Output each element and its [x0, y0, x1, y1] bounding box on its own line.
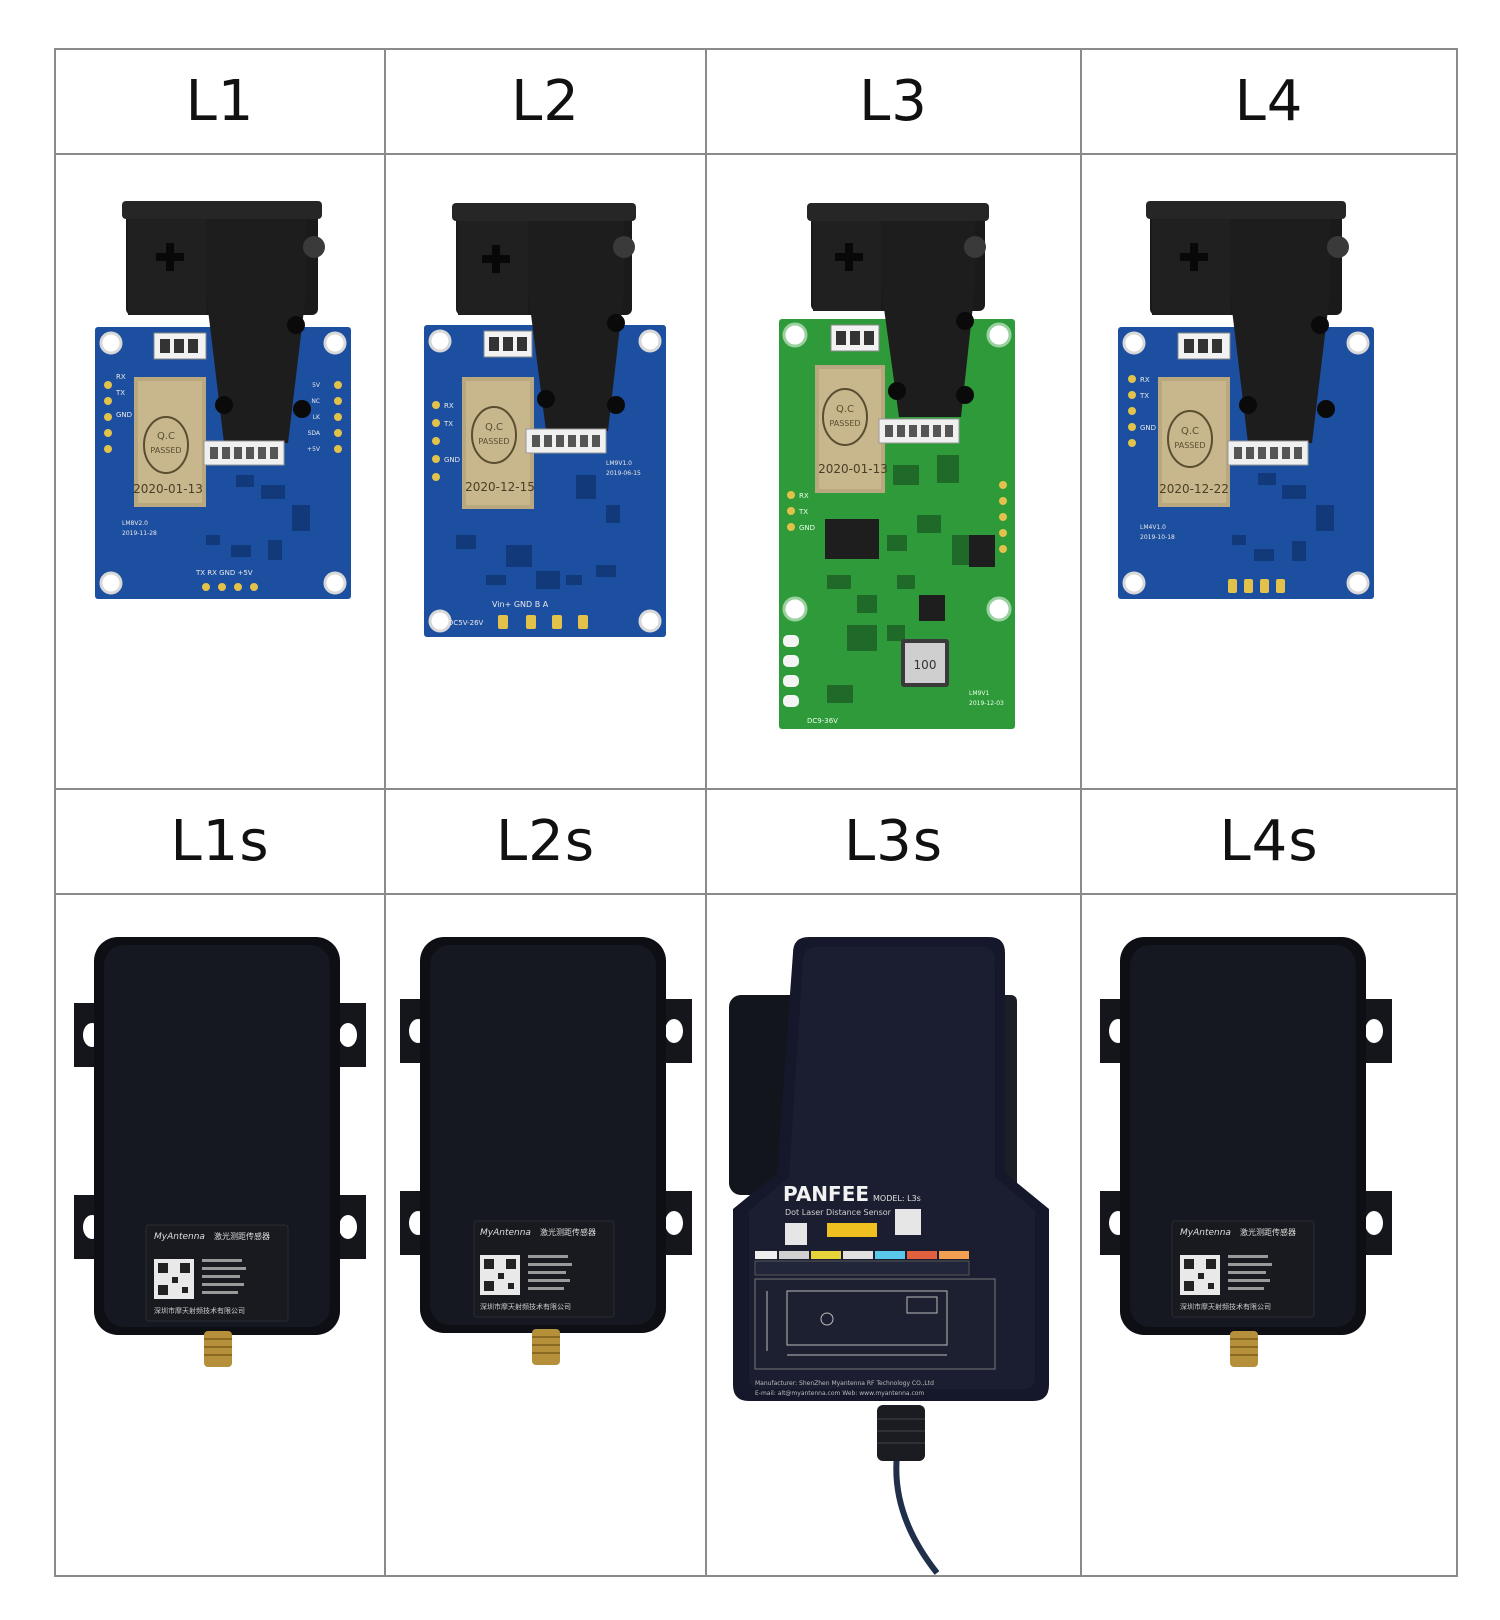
passed-label: PASSED	[150, 446, 181, 455]
board-date: 2019-12-03	[969, 700, 1004, 707]
label-l4s: L4s	[1219, 809, 1319, 874]
brand-name: MyAntenna	[480, 1228, 531, 1238]
shield-date: 2020-12-22	[1159, 482, 1229, 496]
bottom-pins: Vin+ GND B A	[492, 600, 549, 609]
image-l2-module: Q.C PASSED 2020-12-15 RX TX GND Vin+ GND…	[386, 155, 705, 788]
grid-line-v1	[384, 50, 386, 1575]
shield-date: 2020-12-15	[465, 480, 535, 494]
pin-tx: TX	[115, 389, 125, 397]
brand-name: MyAntenna	[1180, 1228, 1231, 1238]
passed-label: PASSED	[1174, 441, 1205, 450]
label-l2s: L2s	[495, 809, 595, 874]
voltage-label: DC5V-26V	[448, 619, 484, 627]
bottom-pins: TX RX GND +5V	[195, 569, 253, 577]
image-l1s-enclosure: MyAntenna 激光测距传感器 深圳市摩天射频技术有限公司	[56, 895, 384, 1575]
grid-line-h1	[56, 153, 1456, 155]
label-l4: L4	[1234, 69, 1304, 134]
right-pin-2: NC	[311, 398, 320, 405]
panfee-model: MODEL: L3s	[873, 1194, 921, 1203]
image-l3s-enclosure: PANFEE MODEL: L3s Dot Laser Distance Sen…	[707, 895, 1080, 1575]
label-l1s: L1s	[170, 809, 270, 874]
image-l3-module: 100 Q.C PASSED 2020-01-13 RX TX GND DC9-…	[707, 155, 1080, 788]
right-pin-3: LK	[313, 414, 321, 421]
brand-name: MyAntenna	[154, 1232, 205, 1242]
board-version: LM9V1.0	[606, 460, 632, 467]
pin-rx: RX	[1140, 376, 1150, 384]
right-pin-4: SDA	[308, 430, 321, 437]
grid-line-v3	[1080, 50, 1082, 1575]
image-l2s-enclosure: MyAntenna 激光测距传感器 深圳市摩天射频技术有限公司	[386, 895, 705, 1575]
inductor-label: 100	[914, 658, 937, 672]
shield-date: 2020-01-13	[133, 482, 203, 496]
label-l3: L3	[859, 69, 928, 134]
pin-rx: RX	[444, 402, 454, 410]
label-l3s: L3s	[843, 809, 943, 874]
right-pin-1: 5V	[312, 382, 321, 389]
pin-rx: RX	[799, 492, 809, 500]
brand-title: 激光测距传感器	[540, 1227, 596, 1237]
board-version: LM4V1.0	[1140, 524, 1166, 531]
label-l1: L1	[185, 69, 255, 134]
board-date: 2019-11-28	[122, 530, 157, 537]
pin-gnd: GND	[444, 456, 460, 464]
board-date: 2019-06-15	[606, 470, 641, 477]
pin-rx: RX	[116, 373, 126, 381]
right-pin-5: +5V	[307, 446, 321, 453]
pin-gnd: GND	[1140, 424, 1156, 432]
pin-gnd: GND	[116, 411, 132, 419]
grid-line-h2	[56, 788, 1456, 790]
qc-label: Q.C	[485, 422, 503, 433]
grid-line-h3	[56, 893, 1456, 895]
qc-label: Q.C	[836, 404, 854, 415]
image-l1-module: Q.C PASSED 2020-01-13 RX TX GND 5V NC LK…	[56, 155, 384, 788]
pin-gnd: GND	[799, 524, 815, 532]
panfee-web: E-mail: alt@myantenna.com Web: www.myant…	[755, 1390, 924, 1397]
shield-date: 2020-01-13	[818, 462, 888, 476]
panfee-brand: PANFEE	[783, 1182, 869, 1206]
image-l4s-enclosure: MyAntenna 激光测距传感器 深圳市摩天射频技术有限公司	[1082, 895, 1456, 1575]
brand-title: 激光测距传感器	[214, 1231, 270, 1241]
company-name: 深圳市摩天射频技术有限公司	[1180, 1302, 1271, 1311]
product-grid: L1 L2 L3 L4 L1s L2s L3s L4s Q.C	[54, 48, 1458, 1577]
panfee-footer: Manufacturer: ShenZhen Myantenna RF Tech…	[755, 1380, 934, 1387]
label-l2: L2	[511, 69, 580, 134]
brand-title: 激光测距传感器	[1240, 1227, 1296, 1237]
panfee-subtitle: Dot Laser Distance Sensor	[785, 1208, 892, 1217]
image-l4-module: Q.C PASSED 2020-12-22 RX TX GND LM4V1.0 …	[1082, 155, 1456, 788]
passed-label: PASSED	[478, 437, 509, 446]
company-name: 深圳市摩天射频技术有限公司	[480, 1302, 571, 1311]
board-date: 2019-10-18	[1140, 534, 1175, 541]
voltage-label: DC9-36V	[807, 717, 838, 725]
qc-label: Q.C	[157, 431, 175, 442]
company-name: 深圳市摩天射频技术有限公司	[154, 1306, 245, 1315]
pin-tx: TX	[1139, 392, 1149, 400]
pin-tx: TX	[798, 508, 808, 516]
board-version: LM9V1	[969, 690, 989, 697]
grid-line-v2	[705, 50, 707, 1575]
passed-label: PASSED	[829, 419, 860, 428]
pin-tx: TX	[443, 420, 453, 428]
qc-label: Q.C	[1181, 426, 1199, 437]
board-version: LM8V2.0	[122, 520, 148, 527]
